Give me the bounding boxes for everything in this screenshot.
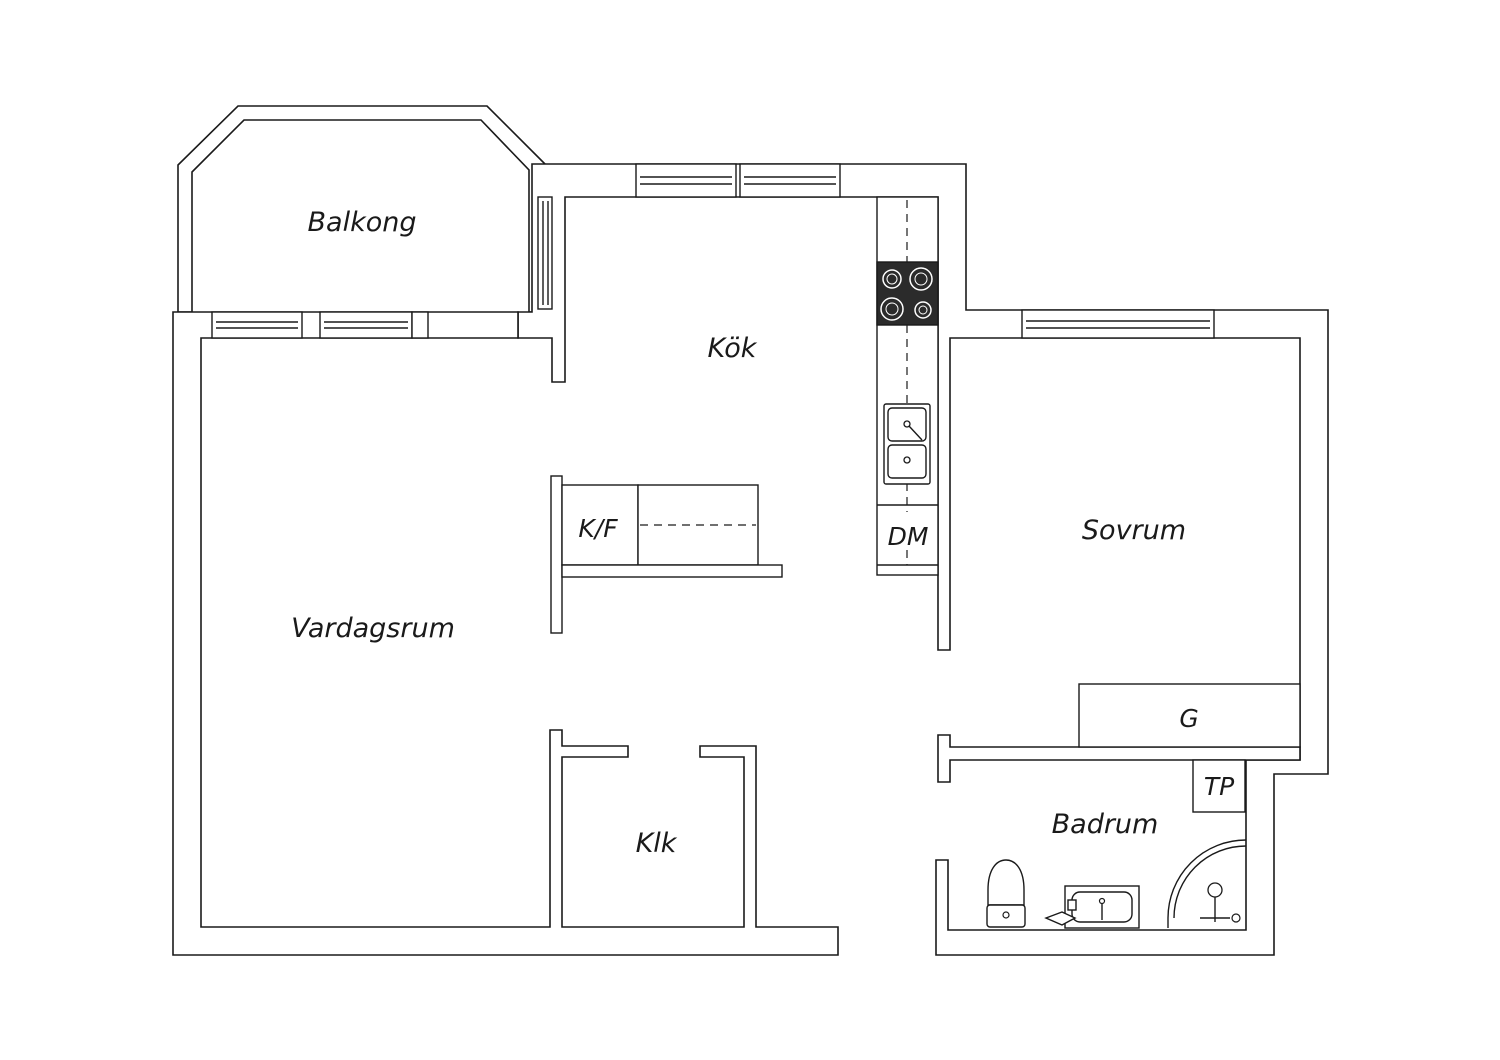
room-label-balkong: Balkong [308,207,417,238]
room-label-vardagsrum: Vardagsrum [291,613,455,644]
fixture-label-g: G [1179,704,1198,733]
room-label-sovrum: Sovrum [1082,515,1186,546]
wardrobe [1078,683,1301,748]
fixture-label-tp: TP [1204,772,1235,801]
sink-icon [883,403,931,485]
kitchen-counter [876,196,939,576]
room-label-badrum: Badrum [1052,809,1159,840]
shower-icon [1167,839,1247,928]
fixture-label-kf: K/F [578,514,618,543]
tp-box [1192,759,1246,813]
toilet-icon [986,859,1026,928]
room-label-klk: Klk [636,828,678,859]
room-label-kok: Kök [708,333,758,364]
fixture-label-dm: DM [888,522,929,551]
windows [211,163,1215,339]
outer-walls [172,163,1329,956]
washbasin-icon [1044,885,1140,929]
stove-icon [876,261,939,326]
fridge-freezer-island [550,475,783,634]
